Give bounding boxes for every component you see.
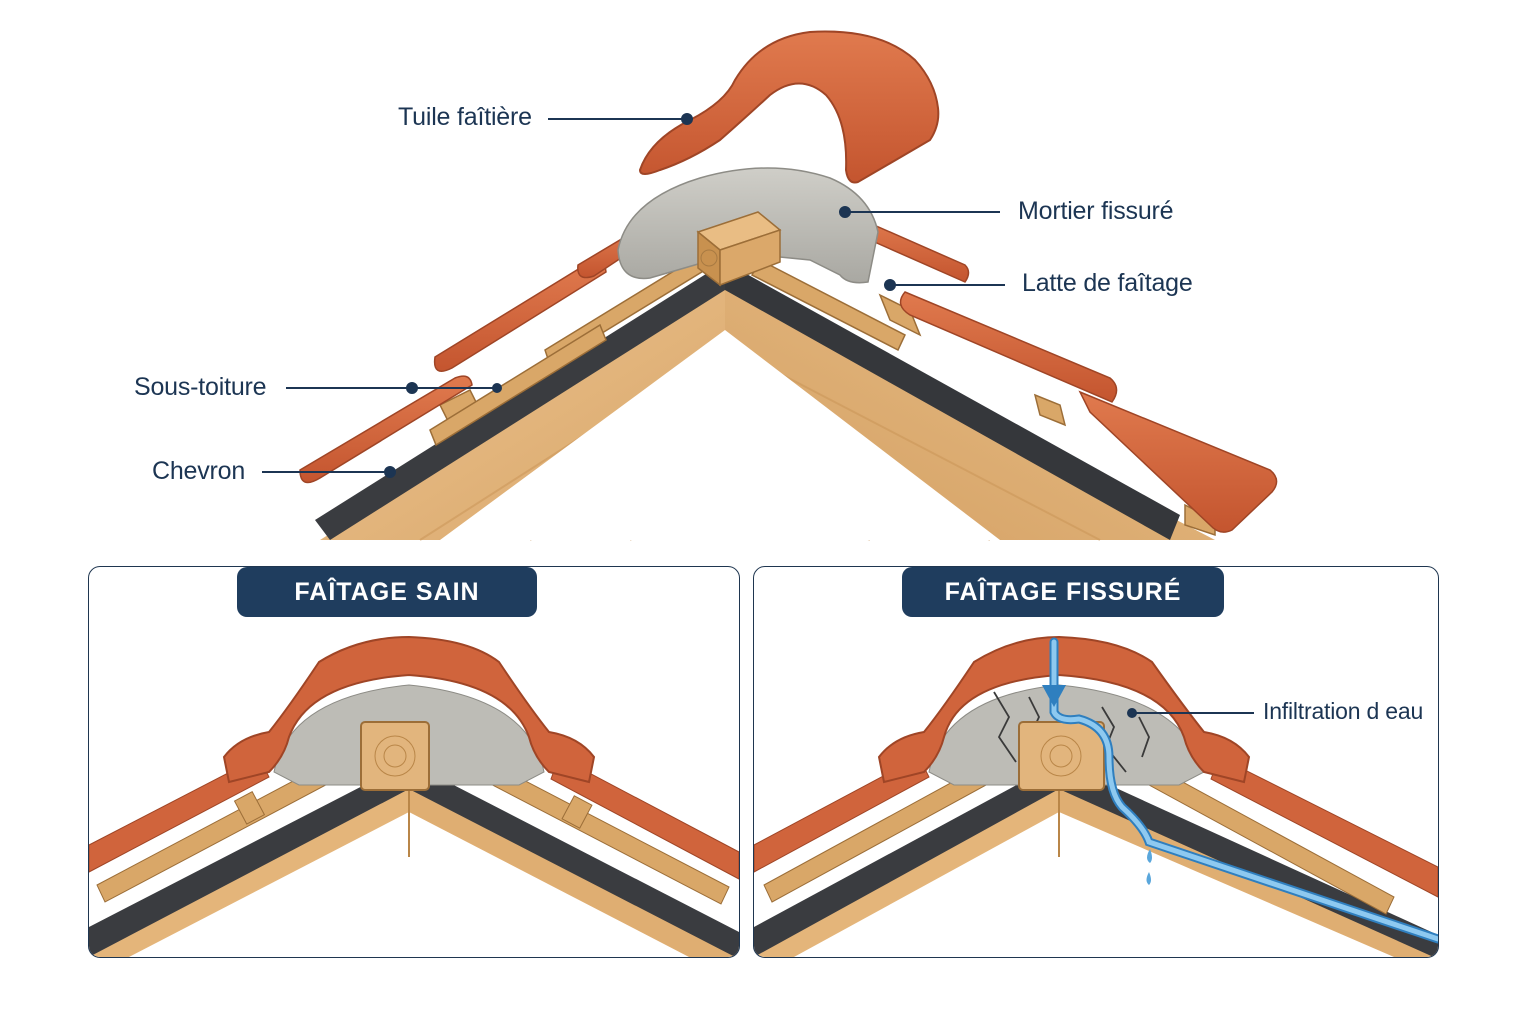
panel-cracked-ridge: FAÎTAGE FISSURÉ [753,566,1439,958]
panel-healthy-ridge: FAÎTAGE SAIN [88,566,740,958]
battens-left [429,253,706,447]
label-water-infiltration: Infiltration d eau [1263,698,1424,724]
badge-cracked-ridge: FAÎTAGE FISSURÉ [902,567,1224,617]
label-ridge-batten: Latte de faîtage [1022,269,1193,297]
healthy-ridge-illustration [89,635,739,957]
ridge-batten-block [696,211,782,287]
cracked-ridge-illustration [754,635,1438,957]
badge-healthy-ridge: FAÎTAGE SAIN [237,567,537,617]
underlay-membrane [315,262,1180,540]
label-cracked-mortar: Mortier fissuré [1018,197,1174,225]
tiles-left [299,226,650,484]
leader-lines [262,113,1005,478]
mortar-cracks [993,691,1150,773]
tiles-right [855,217,1278,533]
label-rafter: Chevron [152,457,246,485]
ridge-tile [638,30,940,184]
label-ridge-tile: Tuile faîtière [398,103,532,131]
label-underlay: Sous-toiture [134,373,267,401]
battens-right [750,258,1216,537]
water-infiltration-path [1042,637,1438,944]
